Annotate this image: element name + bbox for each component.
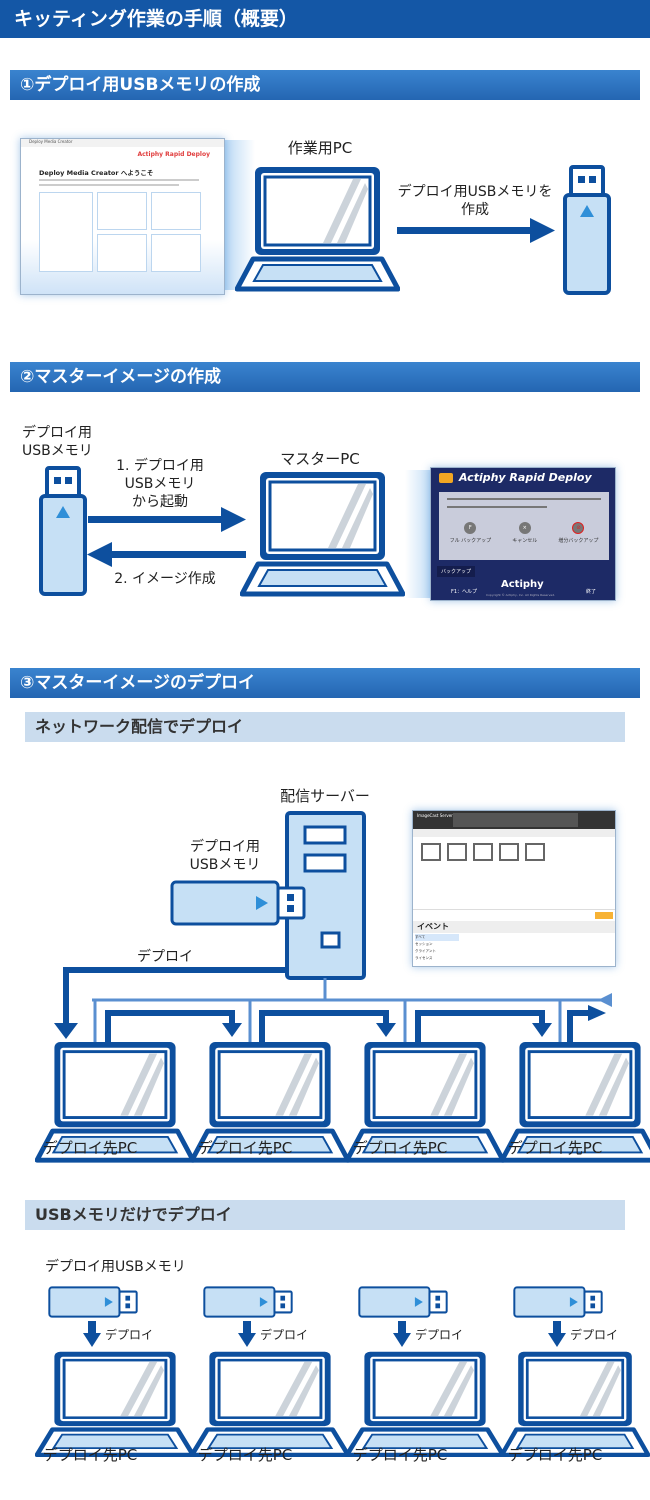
laptop-icon [35,1350,195,1460]
target-pc-label: デプロイ先PC [197,1446,293,1464]
window-title: Deploy Media Creator [21,139,224,147]
usb-only-subheading: USBメモリだけでデプロイ [25,1200,625,1230]
arrow-down-icon [393,1321,411,1347]
target-pc-label: デプロイ先PC [507,1139,603,1157]
usb-deploy-column: デプロイ デプロイ先PC [48,1286,208,1466]
page-title: キッティング作業の手順（概要） [0,0,650,38]
cancel-button[interactable]: × キャンセル [512,522,537,544]
deploy-label: デプロイ [260,1328,309,1342]
incremental-backup-label: 増分バックアップ [558,538,599,544]
network-subheading: ネットワーク配信でデプロイ [25,712,625,742]
usb-drive-icon [39,466,87,598]
usb-drive-icon [170,880,306,926]
events-label: イベント [413,921,615,933]
copyright: Copyright © Actiphy, Inc. All Rights Res… [486,593,556,597]
tile [151,234,201,272]
deploy-arrows [63,967,590,1045]
client-grid [413,837,615,867]
laptop-icon [235,165,400,295]
full-backup-icon: F [464,522,477,534]
help-label[interactable]: F1：ヘルプ [451,589,478,595]
laptop-icon [345,1350,505,1460]
target-pc-label: デプロイ先PC [352,1139,448,1157]
arrow-down-icon [238,1321,256,1347]
target-pc-label: デプロイ先PC [197,1139,293,1157]
target-pc-label: デプロイ先PC [42,1139,138,1157]
backup-tab[interactable]: バックアップ [437,566,476,577]
work-pc-label: 作業用PC [287,139,353,157]
usb-drive-icon [513,1286,603,1318]
laptop-icon [500,1350,650,1460]
deploy-media-creator-screenshot: Deploy Media Creator Actiphy Rapid Deplo… [20,138,225,295]
usb-drive-icon [48,1286,138,1318]
usb-drive-icon [358,1286,448,1318]
tile-create-usb [39,192,93,272]
section-heading-1: ①デプロイ用USBメモリの作成 [10,70,640,100]
arrow-left-icon [87,542,246,567]
section-heading-3: ③マスターイメージのデプロイ [10,668,640,698]
brand-logo: Actiphy Rapid Deploy [137,151,210,158]
cancel-label: キャンセル [512,538,538,544]
boot-from-usb-label: 1. デプロイ用 USBメモリ から起動 [116,458,204,510]
app-icon [439,473,453,483]
tile [97,192,147,230]
usb-deploy-column: デプロイ デプロイ先PC [513,1286,650,1466]
deploy-label: デプロイ [137,949,193,965]
target-pc-label: デプロイ先PC [507,1446,603,1464]
exit-label[interactable]: 終了 [586,589,597,595]
deploy-label: デプロイ [105,1328,154,1342]
usb-deploy-column: デプロイ デプロイ先PC [203,1286,363,1466]
arrow-right-icon [88,507,246,532]
full-backup-label: フル バックアップ [449,538,492,544]
full-backup-button[interactable]: F フル バックアップ [449,522,492,544]
deploy-label: デプロイ [570,1328,619,1342]
tile [151,192,201,230]
target-pc-label: デプロイ先PC [42,1446,138,1464]
create-image-label: 2. イメージ作成 [114,571,216,587]
event-side-menu: すべてセッションクライアントライセンス [413,934,459,962]
imagecast-server-screenshot: ImageCast Server イベント すべてセッションクライアントライセン… [412,810,616,967]
usb-label: デプロイ用 USBメモリ [189,839,261,873]
network-lines [92,978,612,1045]
server-label: 配信サーバー [280,787,370,805]
tile [97,234,147,272]
create-usb-label: デプロイ用USBメモリを 作成 [397,184,553,218]
side-item[interactable]: ライセンス [415,956,433,960]
arrow-right-icon [397,218,555,243]
section-heading-2: ②マスターイメージの作成 [10,362,640,392]
side-item[interactable]: セッション [415,942,433,946]
incremental-backup-button[interactable]: ⊘ 増分バックアップ [558,522,598,544]
usb-deploy-column: デプロイ デプロイ先PC [358,1286,518,1466]
arrow-down-icon [83,1321,101,1347]
usb-drive-icon [203,1286,293,1318]
side-item[interactable]: クライアント [415,949,436,953]
welcome-heading: Deploy Media Creator へようこそ [39,169,154,177]
master-pc-label: マスターPC [280,450,360,468]
rapid-deploy-screenshot: Actiphy Rapid Deploy F フル バックアップ × キャンセル ⊘… [430,467,616,601]
laptop-icon [240,470,405,600]
side-item[interactable]: すべて [415,934,459,941]
cancel-icon: × [518,522,531,534]
usb-drive-icon [563,165,611,297]
usb-label: デプロイ用USBメモリ [45,1259,186,1275]
network-diagram [54,811,612,1045]
laptop-icon [190,1350,350,1460]
actiphy-logo: Actiphy [501,579,544,590]
deploy-label: デプロイ [415,1328,464,1342]
arrow-down-icon [548,1321,566,1347]
target-pc-label: デプロイ先PC [352,1446,448,1464]
usb-label: デプロイ用 USBメモリ [22,425,93,459]
brand-title: Actiphy Rapid Deploy [459,471,592,484]
prohibited-icon: ⊘ [572,522,585,534]
